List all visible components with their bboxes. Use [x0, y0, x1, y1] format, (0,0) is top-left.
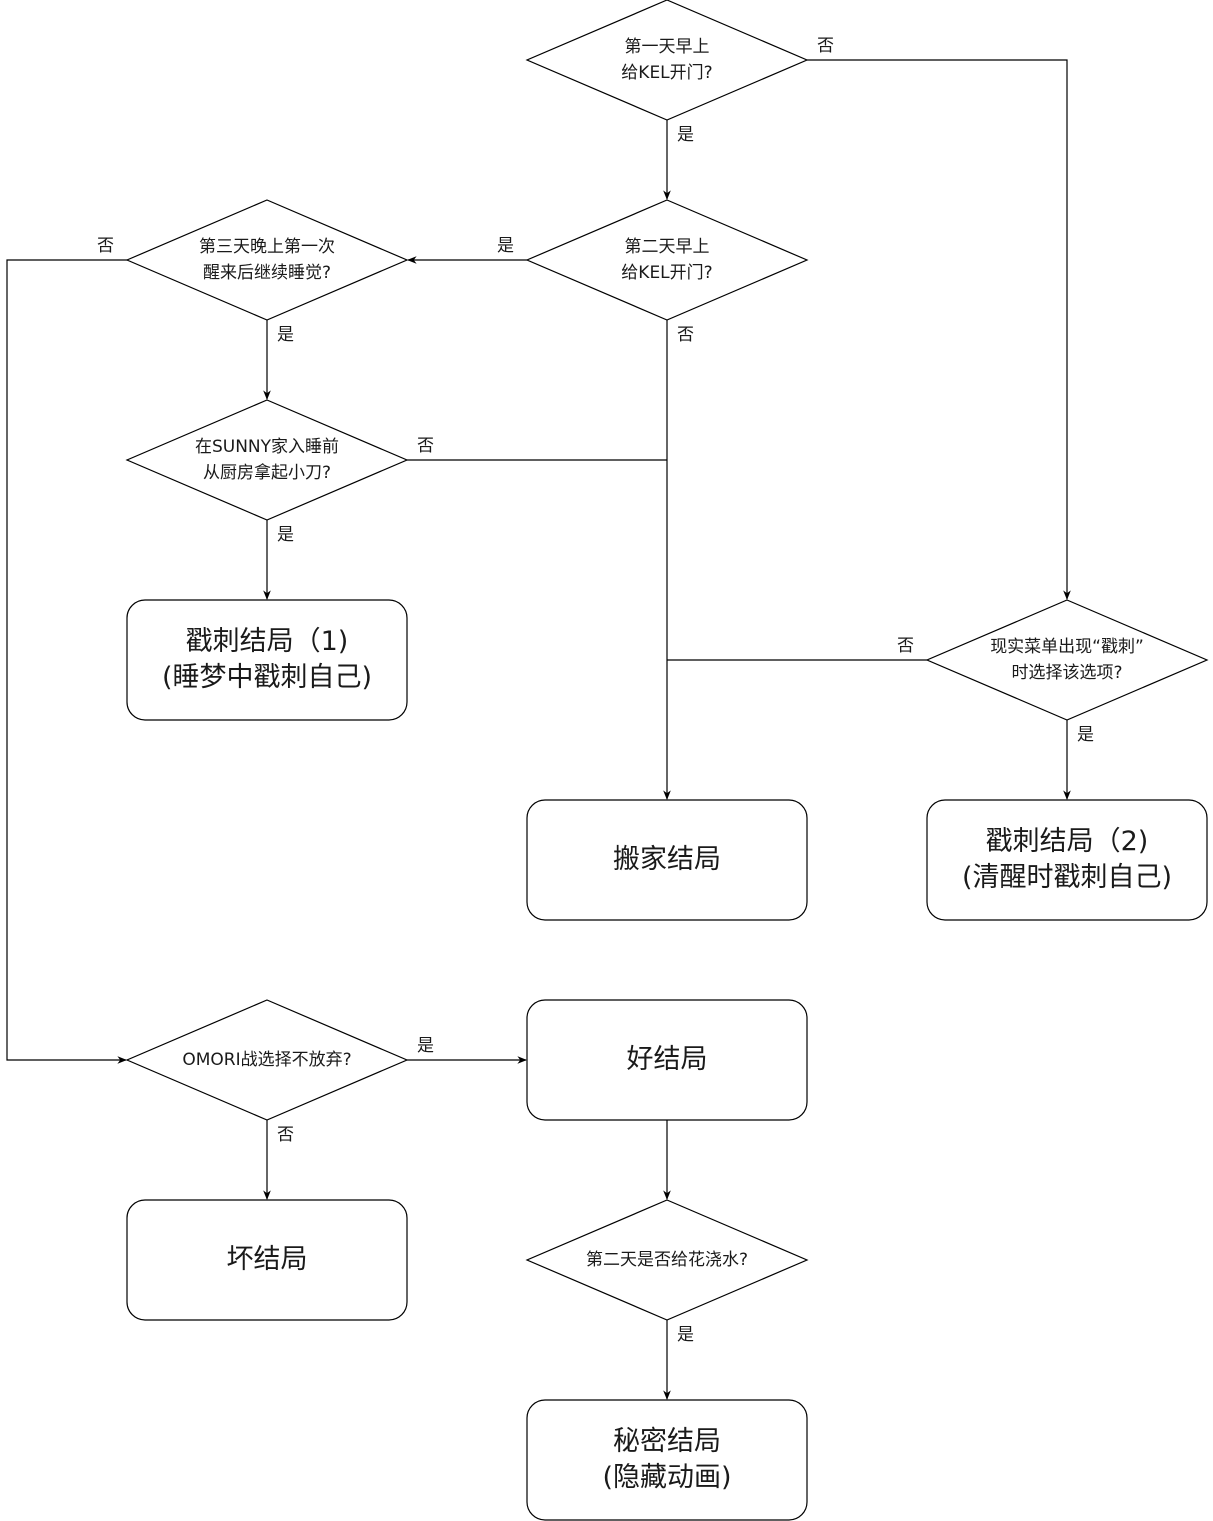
edge-label-d4-r2: 否 — [417, 436, 434, 456]
decision-d6-shape[interactable] — [125, 999, 409, 1121]
terminal-r5-shape[interactable] — [126, 1199, 408, 1321]
decision-d1-shape[interactable] — [525, 0, 809, 121]
decision-d5-shape[interactable] — [925, 599, 1209, 721]
edge-label-d4-r1: 是 — [277, 525, 294, 545]
terminal-r4-shape[interactable] — [526, 999, 808, 1121]
edge-label-d2-d3: 是 — [497, 236, 514, 256]
terminal-r6-shape[interactable] — [526, 1399, 808, 1521]
edge-label-d6-r4: 是 — [417, 1036, 434, 1056]
edge-label-d1-d2: 是 — [677, 125, 694, 145]
terminal-r2-shape[interactable] — [526, 799, 808, 921]
edge-d3-d6 — [6, 259, 127, 1064]
edge-label-d5-r3: 是 — [1077, 725, 1094, 745]
edge-label-d5-r2: 否 — [897, 636, 914, 656]
edge-label-d3-d4: 是 — [277, 325, 294, 345]
edge-label-d3-d6: 否 — [97, 236, 114, 256]
decision-d7-shape[interactable] — [525, 1199, 809, 1321]
decision-d2-shape[interactable] — [525, 199, 809, 321]
terminal-r3-shape[interactable] — [926, 799, 1208, 921]
edge-label-d6-r5: 否 — [277, 1125, 294, 1145]
edge-label-d1-d5: 否 — [817, 36, 834, 56]
edge-d1-d5 — [807, 59, 1071, 600]
decision-d3-shape[interactable] — [125, 199, 409, 321]
decision-d4-shape[interactable] — [125, 399, 409, 521]
edge-label-d7-r6: 是 — [677, 1325, 694, 1345]
terminal-r1-shape[interactable] — [126, 599, 408, 721]
edge-label-d2-r2: 否 — [677, 325, 694, 345]
